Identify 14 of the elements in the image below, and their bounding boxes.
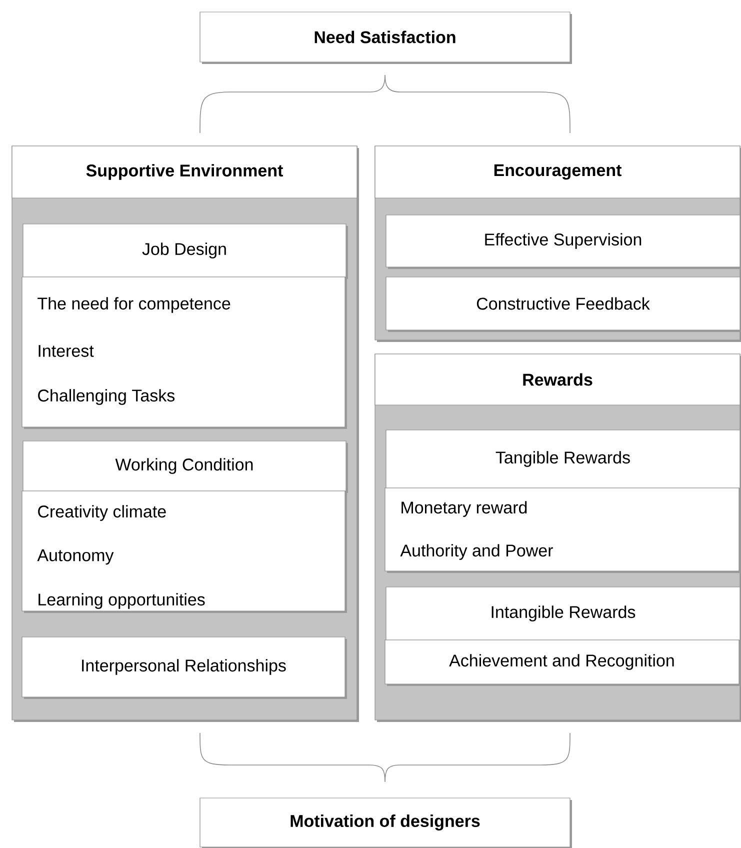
text-box: Tangible Rewards	[386, 430, 741, 490]
heading-box: Encouragement	[374, 146, 740, 198]
heading-box: Rewards	[374, 354, 740, 406]
text-box: Job Design	[22, 224, 348, 279]
text-box: Constructive Feedback	[386, 276, 741, 332]
heading-box: Motivation of designers	[200, 798, 572, 848]
heading-box: Supportive Environment	[12, 146, 358, 198]
text-box: Effective Supervision	[386, 214, 741, 269]
text-box: Intangible Rewards	[386, 586, 741, 642]
heading-box: Need Satisfaction	[200, 12, 572, 64]
text-box: Achievement and Recognition	[384, 640, 741, 686]
text-box: Interpersonal Relationships	[22, 636, 347, 699]
text-box: Working Condition	[22, 440, 348, 493]
list-box: Monetary reward Authority and Power	[384, 488, 741, 573]
